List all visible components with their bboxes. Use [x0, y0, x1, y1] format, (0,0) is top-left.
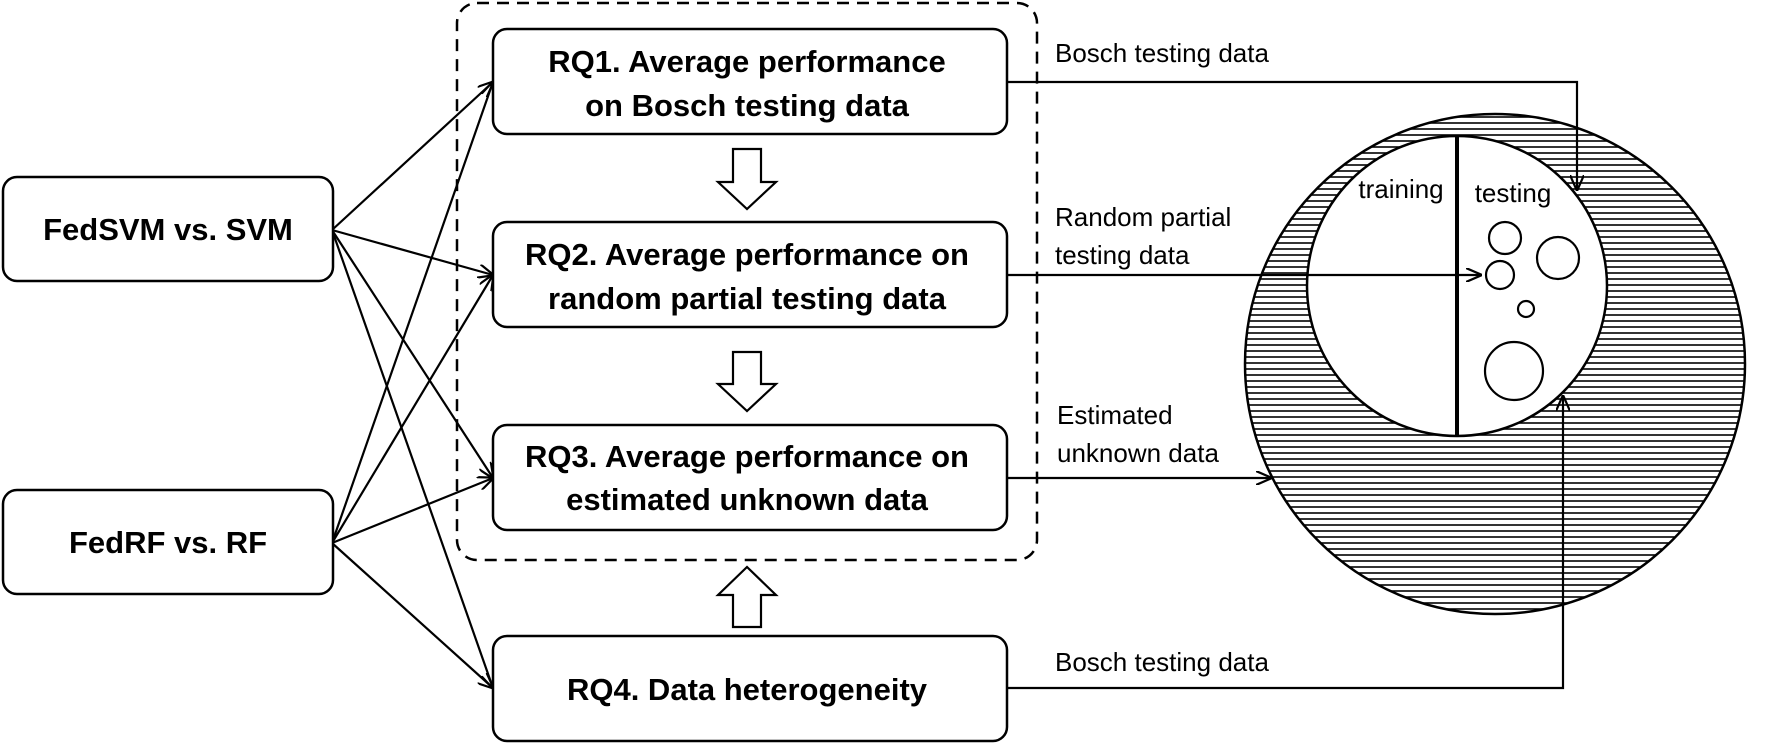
subset-circle	[1484, 259, 1516, 291]
rq-label-line: RQ4. Data heterogeneity	[567, 672, 928, 707]
connector-svm-rq1	[331, 82, 493, 231]
subset-circle	[1535, 235, 1581, 281]
connector-rf-rq3	[331, 478, 493, 545]
subset-circle	[1516, 299, 1536, 319]
model-node-rf: FedRF vs. RF	[1, 488, 335, 596]
subset-circle	[1483, 340, 1545, 402]
dataset-illustration: training testing	[1243, 112, 1747, 616]
edge-label-rq4: Bosch testing data	[1055, 647, 1269, 677]
edge-label-rq3: unknown data	[1057, 438, 1219, 468]
edge-label-rq3: Estimated	[1057, 400, 1173, 430]
rq-node-1: RQ1. Average performance on Bosch testin…	[491, 27, 1009, 136]
connector-rf-rq1	[330, 82, 493, 544]
rq-label-line: RQ3. Average performance on	[525, 439, 969, 474]
flow-arrow-rq2-rq3	[715, 350, 779, 413]
edge-label-rq2: Random partial	[1055, 202, 1231, 232]
model-connectors	[330, 82, 493, 688]
rq-label-line: on Bosch testing data	[585, 88, 910, 123]
flow-arrows	[715, 147, 779, 629]
edge-labels: Bosch testing data Random partial testin…	[1055, 38, 1269, 677]
edge-label-rq1: Bosch testing data	[1055, 38, 1269, 68]
rq-node-4: RQ4. Data heterogeneity	[491, 634, 1009, 743]
rq-dataset-connectors	[1007, 80, 1577, 690]
connector-svm-rq2	[331, 228, 493, 275]
training-label: training	[1358, 174, 1443, 204]
testing-label: testing	[1475, 178, 1552, 208]
subset-circle	[1487, 220, 1523, 256]
rq-group-frame	[455, 1, 1039, 562]
rq-label-line: estimated unknown data	[566, 482, 928, 517]
connector-svm-rq4	[330, 229, 493, 688]
rq-label-line: RQ2. Average performance on	[525, 237, 969, 272]
rq-node-3: RQ3. Average performance on estimated un…	[491, 423, 1009, 532]
connector-svm-rq3	[331, 229, 493, 478]
sample-subsets	[1483, 220, 1581, 402]
connector-rf-rq4	[331, 542, 493, 688]
connector-rq4-dataset	[1007, 396, 1563, 690]
connector-rf-rq2	[331, 275, 493, 544]
rq-label-line: random partial testing data	[548, 281, 947, 316]
model-label: FedRF vs. RF	[69, 525, 267, 560]
model-label: FedSVM vs. SVM	[43, 212, 293, 247]
flow-arrow-rq4-rq3	[715, 565, 779, 629]
model-node-svm: FedSVM vs. SVM	[1, 175, 335, 283]
flow-arrow-rq1-rq2	[715, 147, 779, 211]
connector-rq1-dataset	[1007, 80, 1577, 190]
rq-label-line: RQ1. Average performance	[548, 44, 945, 79]
rq-node-2: RQ2. Average performance on random parti…	[491, 220, 1009, 329]
edge-label-rq2: testing data	[1055, 240, 1190, 270]
